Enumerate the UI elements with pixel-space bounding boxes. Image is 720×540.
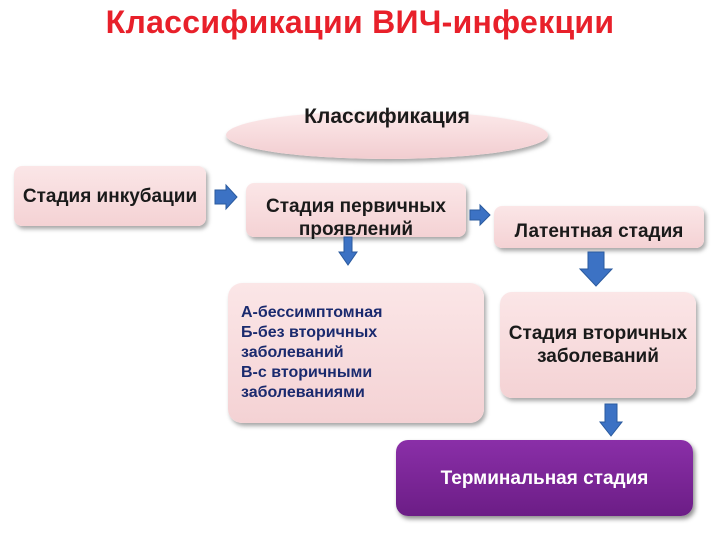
- substages-list: А-бессимптомная Б-без вторичных заболева…: [241, 303, 474, 403]
- classification-ellipse: [226, 111, 548, 159]
- terminal-stage-box: Терминальная стадия: [396, 440, 693, 516]
- arrow-down-icon: [338, 236, 358, 266]
- classification-label: Классификация: [304, 105, 470, 128]
- primary-stage-label: Стадия первичных проявлений: [265, 196, 446, 240]
- arrow-down-icon: [598, 403, 624, 437]
- substages-box: А-бессимптомная Б-без вторичных заболева…: [228, 283, 484, 423]
- latent-stage-box: Латентная стадия: [494, 206, 704, 248]
- incubation-stage-label: Стадия инкубации: [22, 185, 198, 207]
- substage-item-c: В-с вторичными заболеваниями: [241, 364, 373, 401]
- secondary-stage-box: Стадия вторичных заболеваний: [500, 292, 696, 398]
- substage-item-b: Б-без вторичных заболеваний: [241, 324, 378, 361]
- secondary-stage-label: Стадия вторичных заболеваний: [508, 323, 688, 367]
- incubation-stage-box: Стадия инкубации: [14, 166, 206, 226]
- page-title: Классификации ВИЧ-инфекции: [105, 4, 615, 40]
- terminal-stage-label: Терминальная стадия: [440, 467, 649, 489]
- arrow-down-icon: [578, 251, 614, 287]
- arrow-right-icon: [469, 203, 491, 227]
- latent-stage-label: Латентная стадия: [514, 220, 684, 242]
- primary-stage-box: Стадия первичных проявлений: [246, 183, 466, 240]
- arrow-right-icon: [214, 183, 238, 211]
- substage-item-a: А-бессимптомная: [241, 304, 383, 321]
